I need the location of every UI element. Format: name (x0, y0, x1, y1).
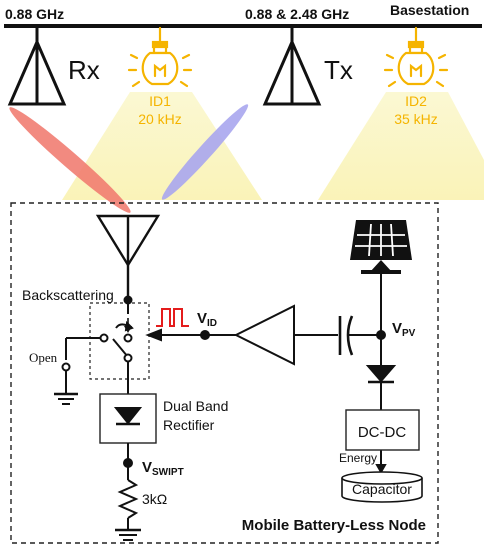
open-ground-path (54, 337, 100, 405)
pv-branch (365, 274, 397, 475)
rx-beam (9, 107, 131, 213)
bulb-id2-icon (383, 26, 449, 88)
basestation-bar (4, 24, 482, 28)
id1-label: ID1 (149, 93, 171, 109)
id2-label: ID2 (405, 93, 427, 109)
rx-label: Rx (68, 55, 100, 85)
tx-beam (161, 104, 249, 200)
basestation-label: Basestation (390, 2, 469, 18)
node-title: Mobile Battery-Less Node (242, 517, 426, 534)
rf-switch (99, 295, 134, 394)
freq-tx-label: 0.88 & 2.48 GHz (245, 6, 349, 22)
node-border (10, 202, 439, 544)
resistor-label: 3kΩ (142, 491, 167, 507)
backscatter-switch-box (89, 302, 150, 380)
dcdc-box (345, 409, 420, 451)
v-swipt-label: VSWIPT (142, 459, 184, 478)
node-antenna-icon (95, 214, 161, 296)
freq-rx-label: 0.88 GHz (5, 6, 64, 22)
rectifier-diode-icon (113, 407, 143, 426)
light-cone-id2 (318, 92, 484, 200)
open-label: Open (29, 350, 58, 365)
v-pv-label: VPV (392, 320, 416, 339)
capacitor-cylinder-icon (341, 471, 423, 503)
light-cone-id1 (62, 92, 262, 200)
id2-frequency: 35 kHz (394, 111, 438, 127)
tx-label: Tx (324, 55, 353, 85)
swipt-line (115, 443, 141, 541)
tx-antenna-icon (262, 28, 322, 106)
coupling-capacitor (294, 315, 386, 356)
dcdc-label: DC-DC (358, 424, 406, 441)
rectifier-label-line1: Dual Band (163, 398, 228, 414)
energy-label: Energy (339, 451, 377, 465)
id1-frequency: 20 kHz (138, 111, 182, 127)
amplifier-icon (233, 304, 295, 366)
backscattering-label: Backscattering (22, 287, 114, 303)
pulse-waveform-icon (156, 308, 189, 327)
bulb-id1-icon (127, 26, 193, 88)
vid-signal-line (145, 328, 236, 342)
solar-panel-icon (350, 220, 412, 274)
capacitor-label: Capacitor (352, 481, 412, 497)
v-id-label: VID (197, 310, 217, 329)
rx-antenna-icon (7, 28, 67, 106)
rectifier-label-line2: Rectifier (163, 417, 215, 433)
